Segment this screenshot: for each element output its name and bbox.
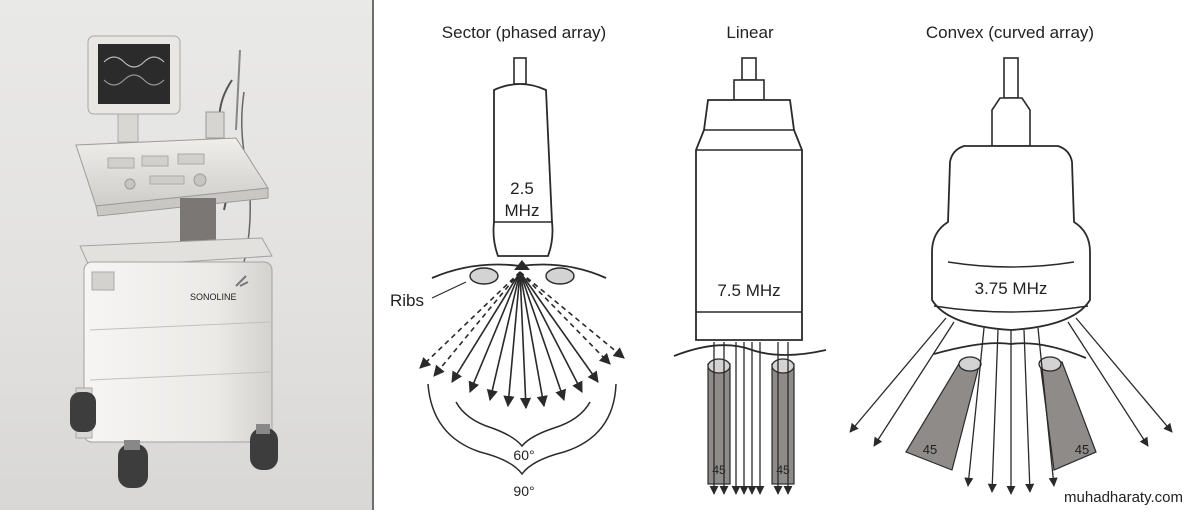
sector-dashed-beams [419,271,625,377]
transducer-diagram-svg: Sector (phased array) 2.5 MHz Ribs [390,23,1173,499]
machine-body: SONOLINE [75,237,273,443]
ultrasound-machine-photo: SONOLINE [0,0,372,510]
linear-shadow-left-label: 45 [712,463,726,477]
linear-rib-right [771,358,795,374]
linear-cable [741,57,757,81]
linear-rib-left [707,358,731,374]
wheels [70,392,278,488]
control-panel [75,137,269,217]
sector-60-bracket [455,401,591,448]
linear-probe-group: Linear 7.5 MHz 45 45 [673,23,827,495]
sector-90-bracket [427,383,617,476]
ultrasound-machine-illustration: SONOLINE [70,35,278,488]
angle-60-label: 60° [513,447,534,463]
convex-skin-line [933,342,1087,359]
sector-probe-group: Sector (phased array) 2.5 MHz Ribs [390,23,625,499]
sector-cable [513,57,527,85]
machine-column [180,198,216,248]
sector-title: Sector (phased array) [442,23,606,42]
convex-frequency: 3.75 MHz [975,279,1048,298]
sector-probe-body [492,83,554,257]
sector-rib-left [469,267,499,285]
convex-rib-right [1038,356,1062,372]
linear-title: Linear [726,23,774,42]
convex-cable [1003,57,1019,99]
watermark: muhadharaty.com [1062,489,1185,506]
sector-focal-point [514,260,530,270]
ribs-pointer [431,281,467,299]
sector-frequency-line2: MHz [505,201,540,220]
convex-probe-body [931,145,1091,331]
ribs-label: Ribs [390,291,424,310]
angle-90-label: 90° [513,483,534,499]
convex-probe-group: Convex (curved array) 3.75 MHz 45 45 [849,23,1173,495]
convex-rib-left [958,356,982,372]
sector-frequency-line1: 2.5 [510,179,534,198]
sector-rib-right [545,267,575,285]
transducer-diagram: Sector (phased array) 2.5 MHz Ribs [374,0,1193,510]
panel-divider [372,0,374,510]
linear-shadow-right-label: 45 [776,463,790,477]
linear-probe-body [695,99,803,341]
sector-solid-beams [451,271,599,410]
linear-skin-line [673,344,827,357]
convex-shadow-right-label: 45 [1075,442,1089,457]
convex-shadow-left-label: 45 [923,442,937,457]
linear-frequency: 7.5 MHz [717,281,780,300]
machine-brand: SONOLINE [190,292,237,302]
convex-beams [849,317,1173,495]
convex-title: Convex (curved array) [926,23,1094,42]
monitor [87,35,181,143]
linear-beams [709,342,793,495]
